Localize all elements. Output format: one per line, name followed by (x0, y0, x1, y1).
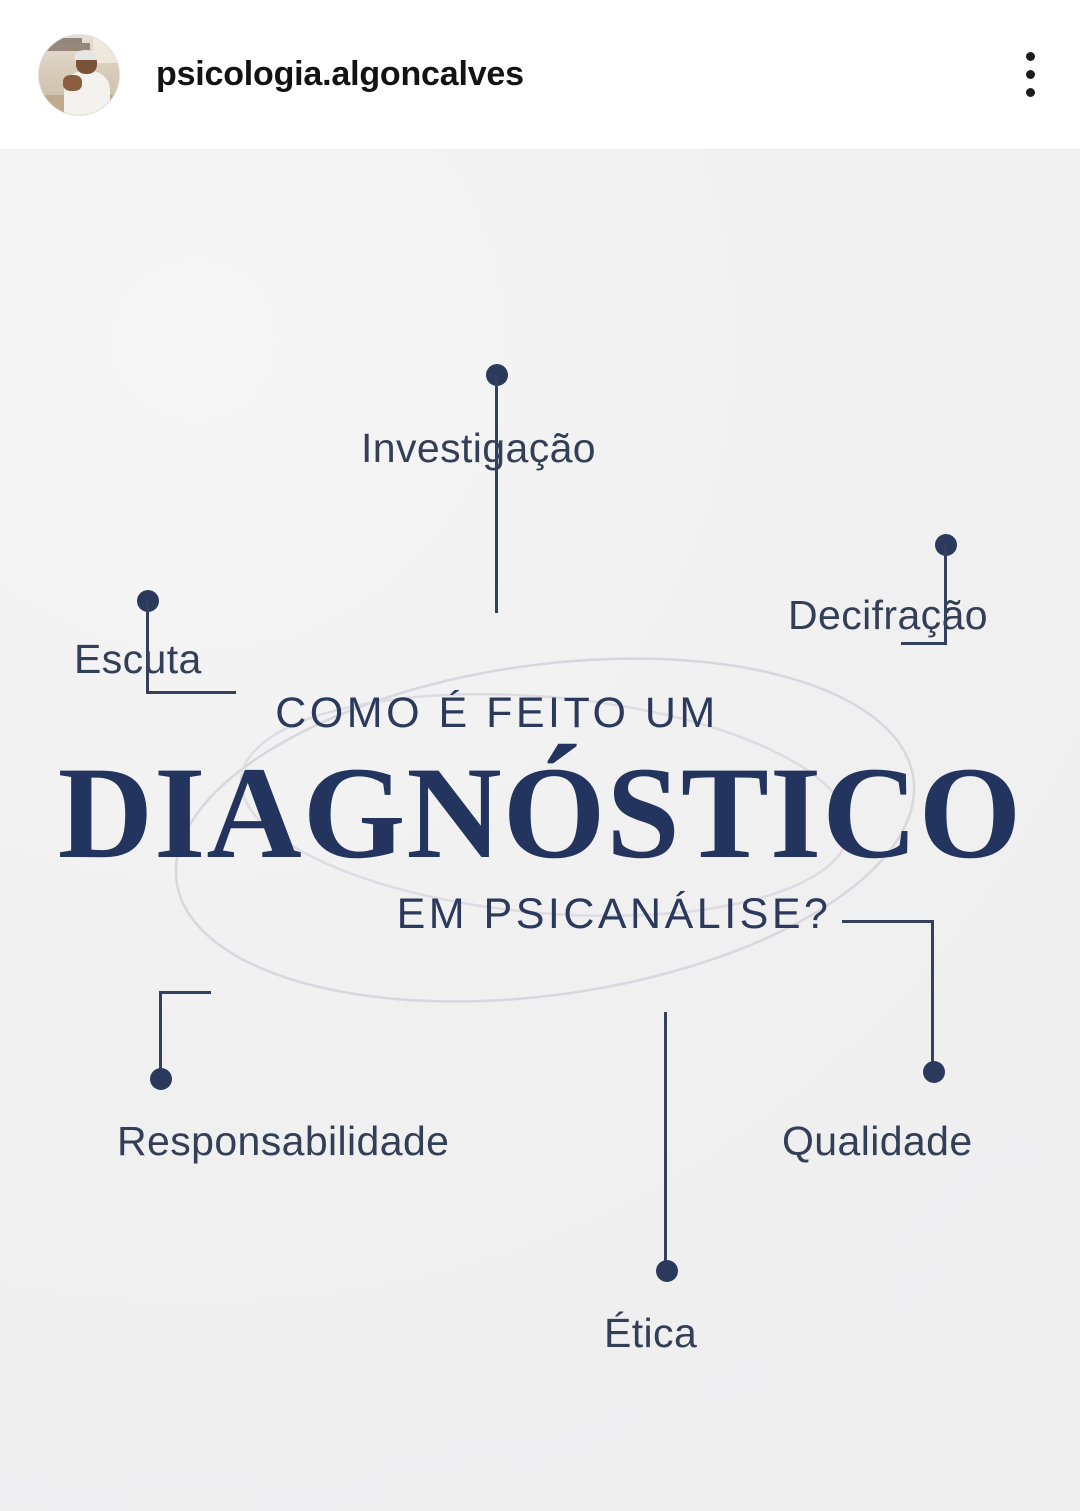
connector-escuta-vertical (146, 601, 149, 694)
account-username[interactable]: psicologia.algoncalves (156, 55, 524, 93)
post-header: psicologia.algoncalves (0, 0, 1080, 150)
avatar[interactable] (38, 33, 120, 116)
node-label-responsabilidade: Responsabilidade (117, 1118, 450, 1164)
connector-etica (664, 1012, 667, 1267)
node-dot-qualidade (923, 1061, 945, 1083)
avatar-shelf (43, 42, 91, 51)
node-dot-responsabilidade (150, 1068, 172, 1090)
node-label-escuta: Escuta (74, 636, 202, 682)
connector-qualidade-horizontal (842, 920, 934, 923)
connector-qualidade-vertical (931, 920, 934, 1072)
title-line-2: DIAGNÓSTICO (57, 739, 1023, 886)
node-label-investigacao: Investigação (361, 425, 597, 471)
avatar-person-hands (63, 74, 83, 91)
decorative-ellipse-rings (174, 657, 916, 1003)
connector-investigacao (495, 375, 498, 613)
title-line-1: COMO É FEITO UM (275, 689, 719, 737)
node-label-qualidade: Qualidade (782, 1118, 973, 1164)
node-dot-etica (656, 1260, 678, 1282)
avatar-person-hair (75, 49, 98, 61)
node-label-etica: Ética (604, 1310, 698, 1356)
menu-dot-2 (1025, 70, 1035, 79)
menu-dot-1 (1025, 52, 1035, 61)
connector-decifracao-horizontal (901, 642, 947, 645)
mindmap-nodes: Investigação Decifração Escuta Responsab… (0, 150, 1080, 1511)
title-line-3: EM PSICANÁLISE? (396, 889, 832, 938)
connector-escuta-horizontal (146, 691, 236, 694)
avatar-window (93, 36, 118, 64)
connector-responsabilidade-vertical (159, 991, 162, 1079)
connector-decifracao-vertical (944, 545, 947, 645)
avatar-shelf-top (47, 37, 83, 44)
connector-responsabilidade-horizontal (159, 991, 211, 994)
node-label-decifracao: Decifração (788, 592, 988, 638)
post-title: COMO É FEITO UM DIAGNÓSTICO EM PSICANÁLI… (0, 692, 1080, 936)
more-options-icon[interactable] (1008, 43, 1052, 107)
menu-dot-3 (1025, 88, 1035, 97)
post-image[interactable]: COMO É FEITO UM DIAGNÓSTICO EM PSICANÁLI… (0, 150, 1080, 1511)
